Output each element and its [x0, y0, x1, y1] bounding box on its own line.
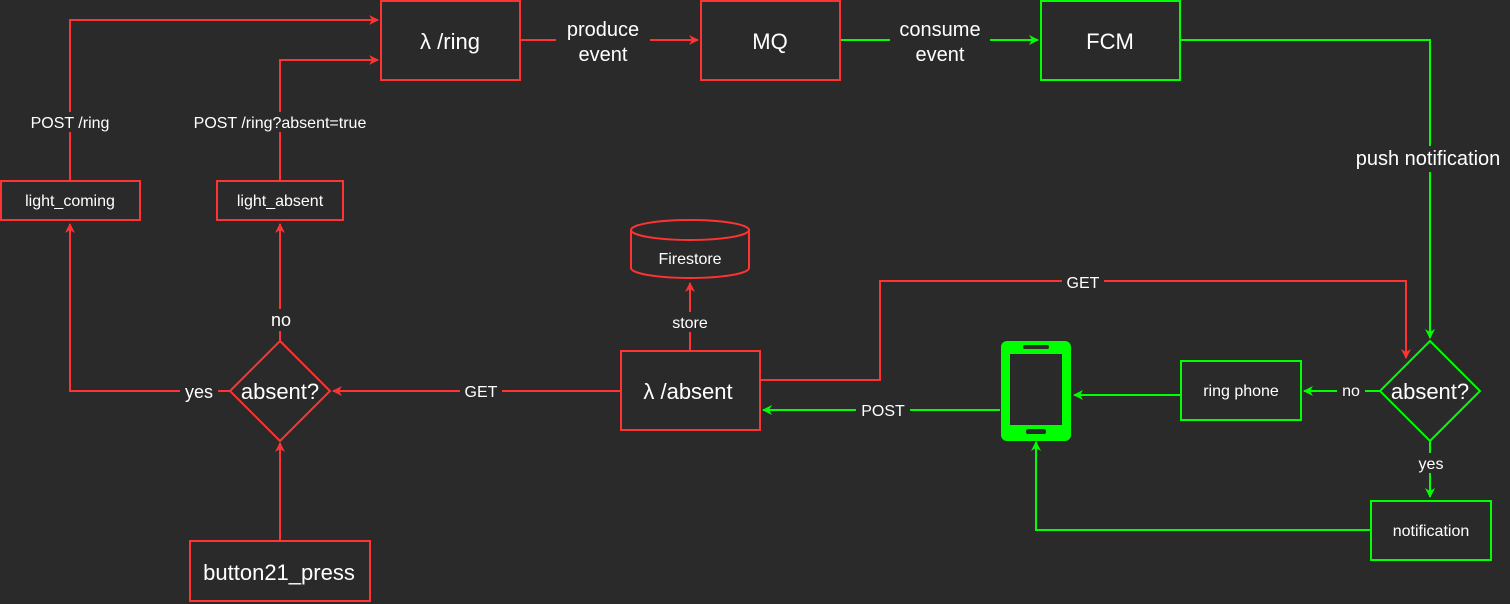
edge-label-event: event: [579, 44, 628, 66]
node-absent-right: absent?: [1378, 339, 1482, 443]
edge-label-post-ring: POST /ring: [31, 115, 110, 132]
node-absent-left-label: absent?: [241, 379, 319, 404]
node-ring-phone-label: ring phone: [1203, 383, 1279, 400]
node-fcm: FCM: [1040, 0, 1181, 81]
node-light-coming: light_coming: [0, 180, 141, 221]
node-notification-label: notification: [1393, 523, 1470, 540]
node-light-absent: light_absent: [216, 180, 344, 221]
edge-label-yes-left: yes: [185, 382, 213, 402]
node-lambda-absent: λ /absent: [620, 350, 761, 431]
edge-label-post-ring-absent: POST /ring?absent=true: [194, 115, 367, 132]
node-firestore: Firestore: [630, 219, 750, 279]
node-lambda-ring: λ /ring: [380, 0, 521, 81]
edge-light-coming-to-ring: [69, 15, 379, 180]
node-absent-left: absent?: [228, 339, 332, 443]
edge-label-produce: produce: [567, 19, 639, 41]
smartphone-icon: [1001, 341, 1071, 441]
node-mq: MQ: [700, 0, 841, 81]
edge-absent-left-to-light-coming: [65, 223, 230, 392]
edge-label-consume: consume: [899, 19, 980, 41]
edge-lambda-absent-get-absent-right: [760, 280, 1411, 381]
edge-notification-to-phone: [1031, 441, 1370, 531]
node-fcm-label: FCM: [1086, 29, 1134, 54]
node-light-absent-label: light_absent: [237, 193, 324, 210]
edge-label-no-right: no: [1342, 383, 1360, 400]
edge-label-no-left: no: [271, 310, 291, 330]
node-notification: notification: [1370, 500, 1492, 561]
edge-label-consume-event: event: [916, 44, 965, 66]
node-light-coming-label: light_coming: [25, 193, 115, 210]
edge-fcm-to-absent-right: [1180, 39, 1435, 339]
edge-label-yes-right: yes: [1419, 456, 1444, 473]
edge-label-store: store: [672, 315, 708, 332]
edge-label-get-left: GET: [465, 384, 498, 401]
edge-label-push-notification: push notification: [1356, 148, 1501, 170]
node-ring-phone: ring phone: [1180, 360, 1302, 421]
node-absent-right-label: absent?: [1391, 379, 1469, 404]
node-firestore-label: Firestore: [658, 251, 721, 268]
node-mq-label: MQ: [752, 29, 787, 54]
node-lambda-ring-label: λ /ring: [420, 29, 480, 54]
node-button-label: button21_press: [203, 560, 355, 585]
node-lambda-absent-label: λ /absent: [643, 379, 732, 404]
edge-label-post-phone: POST: [861, 403, 905, 420]
node-button: button21_press: [189, 540, 371, 602]
edge-light-absent-to-ring: [279, 55, 379, 180]
edge-label-get-top: GET: [1067, 275, 1100, 292]
